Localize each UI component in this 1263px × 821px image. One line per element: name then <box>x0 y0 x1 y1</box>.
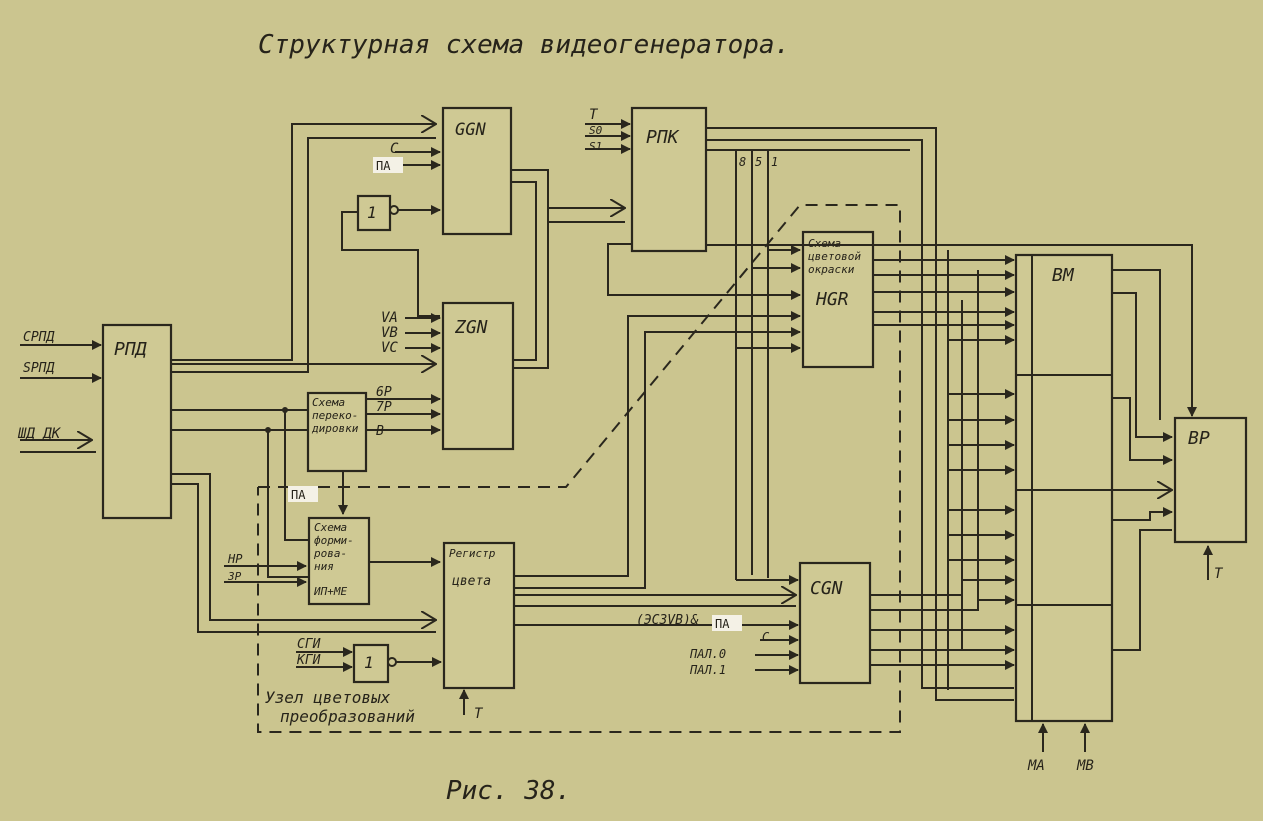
hgr-note-3: окраски <box>808 263 855 276</box>
ggn-block <box>441 106 513 236</box>
bus-5: 5 <box>755 155 762 169</box>
recode-line-2: переко- <box>312 409 358 422</box>
rpk-block <box>630 106 708 253</box>
recode-block <box>306 391 368 473</box>
figure-caption: Рис. 38. <box>446 776 571 806</box>
sig-mv: МВ <box>1076 758 1094 774</box>
rpk-label: РПК <box>646 127 680 148</box>
cgn-block <box>798 561 872 685</box>
sig-sprd: SPПД <box>23 361 54 376</box>
zone-label-2: преобразований <box>280 707 415 726</box>
sig-kgi: КГИ <box>296 653 321 668</box>
sig-t-register: Т <box>474 706 484 722</box>
former-line-1: Схема <box>314 521 347 534</box>
color-conversion-zone <box>257 204 901 733</box>
inverter-top-label: 1 <box>367 203 377 222</box>
vr-label: ВР <box>1188 428 1210 449</box>
diagram-title: Структурная схема видеогенератора. <box>258 30 790 60</box>
color-register-line-1: Регистр <box>449 547 496 560</box>
sig-c-low: С <box>762 630 770 644</box>
sig-va: VA <box>381 310 398 326</box>
sig-zr: ЗР <box>227 570 242 583</box>
hgr-block <box>801 230 875 369</box>
sig-srpd: СРПД <box>23 330 54 345</box>
sig-6p: 6Р <box>376 385 392 400</box>
bus-8: 8 <box>739 155 746 169</box>
sig-vb: VB <box>381 325 398 341</box>
inverter-bottom <box>352 643 390 684</box>
sig-ma: МА <box>1027 758 1045 774</box>
former-line-2: форми- <box>314 534 354 547</box>
sig-v: В <box>376 424 384 439</box>
vr-block <box>1173 416 1248 544</box>
color-register-line-2: цвета <box>452 574 491 589</box>
sig-7p: 7Р <box>376 400 392 415</box>
sig-t-rpk: Т <box>589 107 599 123</box>
hgr-note-1: Схема <box>808 237 841 250</box>
color-register-block <box>442 541 516 690</box>
rpd-block <box>101 323 173 520</box>
sig-pa-low: ПА <box>715 617 730 631</box>
vm-block <box>1014 253 1114 723</box>
hgr-label: HGR <box>815 289 849 310</box>
sig-sgi: СГИ <box>297 637 321 652</box>
recode-line-1: Схема <box>312 396 345 409</box>
hgr-note-2: цветовой <box>808 250 861 263</box>
sig-pa-top: ПА <box>376 159 391 173</box>
sig-s1: S1 <box>589 140 602 153</box>
sig-esvb: (ЭСЗVВ)& <box>636 613 699 628</box>
sig-pa-mid: ПА <box>291 488 306 502</box>
zgn-block <box>441 301 515 451</box>
sig-hr: НР <box>227 552 243 566</box>
former-line-3: рова- <box>313 547 347 560</box>
former-line-5: ИП+МЕ <box>313 585 347 598</box>
inverter-bottom-label: 1 <box>364 653 374 672</box>
sig-s0: S0 <box>589 124 603 137</box>
recode-line-3: дировки <box>311 422 359 435</box>
bus-1: 1 <box>771 155 778 169</box>
zgn-label: ZGN <box>454 317 488 338</box>
sig-vc: VC <box>381 340 398 356</box>
vm-label: ВМ <box>1052 265 1075 286</box>
cgn-label: CGN <box>810 578 843 599</box>
ggn-label: GGN <box>455 120 486 140</box>
sig-pal0: ПАЛ.0 <box>689 647 726 661</box>
sig-pal1: ПАЛ.1 <box>689 663 726 677</box>
sig-t-vr: Т <box>1214 566 1224 582</box>
sig-c-top: С <box>390 141 399 157</box>
zone-label-1: Узел цветовых <box>265 688 391 707</box>
sig-shdk: ШД ДК <box>17 426 62 442</box>
former-line-4: ния <box>314 560 334 573</box>
rpd-label: РПД <box>114 339 148 360</box>
